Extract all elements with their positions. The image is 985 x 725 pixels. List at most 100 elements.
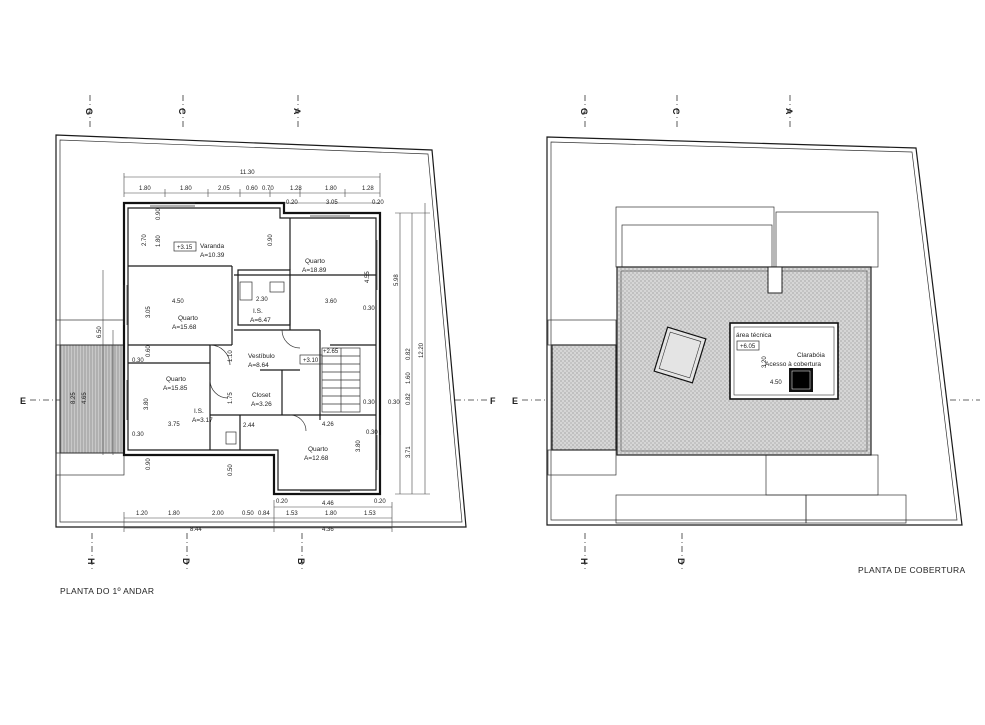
side-strip — [55, 319, 125, 346]
skylight-icon — [653, 326, 707, 384]
dimension: 0.20 — [286, 200, 298, 206]
room-name: Vestíbulo — [248, 353, 275, 360]
skylight-label: Clarabóia — [797, 352, 825, 359]
dimension: 1.28 — [290, 186, 302, 192]
lower-roof — [805, 494, 907, 524]
dimension: 0.30 — [132, 358, 144, 364]
toilet-icon — [225, 431, 237, 445]
axis-label: B — [296, 558, 306, 565]
axis-label: G — [84, 108, 94, 115]
dimension: 1.53 — [286, 511, 298, 517]
lot-boundary-inner — [59, 139, 463, 523]
dimension: 2.70 — [142, 234, 148, 246]
lot-boundary-inner — [550, 141, 958, 521]
dimension: 1.80 — [156, 235, 162, 247]
dimension: 0.50 — [242, 511, 254, 517]
dimension: 1.80 — [325, 186, 337, 192]
dimension: 8.44 — [190, 527, 202, 533]
hatched-area-left — [59, 344, 125, 454]
room-name: Quarto — [166, 376, 186, 383]
room-area: A=3.17 — [192, 417, 213, 424]
dimension: 2.44 — [243, 423, 255, 429]
dimension: 1.80 — [139, 186, 151, 192]
dimension: 2.00 — [212, 511, 224, 517]
room-name: I.S. — [194, 408, 204, 415]
room-area: A=3.26 — [251, 401, 272, 408]
dimension: 0.82 — [406, 393, 412, 405]
room-area: A=12.68 — [304, 455, 329, 462]
dimension: 0.30 — [388, 400, 400, 406]
sink-icon — [269, 281, 285, 293]
first-floor-plan: G C A H D B E F +3.15 +3.10 +2.65 Varand… — [20, 95, 496, 596]
axis-label: H — [86, 558, 96, 565]
dimension: 3.05 — [326, 200, 338, 206]
dimension: 0.30 — [363, 306, 375, 312]
dimension: 0.84 — [258, 511, 270, 517]
axis-label: H — [579, 558, 589, 565]
lower-roof — [615, 206, 775, 268]
dimension: 0.60 — [246, 186, 258, 192]
dimension: 1.10 — [228, 350, 234, 362]
room-name: Quarto — [308, 446, 328, 453]
axis-label: E — [20, 396, 26, 406]
dimension: 4.36 — [322, 527, 334, 533]
level-marker — [173, 241, 197, 252]
building-inner — [127, 207, 377, 491]
building-outline — [122, 201, 382, 496]
room-area: A=6.47 — [250, 317, 271, 324]
axis-label: C — [671, 108, 681, 115]
axis-label: D — [181, 558, 191, 565]
lower-roof — [765, 454, 879, 496]
dimension: 0.30 — [363, 400, 375, 406]
room-area: A=8.64 — [248, 362, 269, 369]
dimension: 0.20 — [372, 200, 384, 206]
room-area: A=15.85 — [163, 385, 188, 392]
lot-boundary — [546, 136, 963, 526]
technical-area — [729, 322, 839, 400]
dimension: 1.75 — [228, 392, 234, 404]
axis-label: A — [784, 108, 794, 115]
dimension: 12.20 — [419, 342, 425, 358]
dimension: 0.20 — [374, 499, 386, 505]
dimension: 1.80 — [168, 511, 180, 517]
axis-label: A — [292, 108, 302, 115]
door-arc — [209, 379, 229, 399]
chimney — [767, 266, 783, 294]
door-arc — [209, 344, 231, 366]
room-name: Quarto — [305, 258, 325, 265]
plan-title: PLANTA DE COBERTURA — [858, 565, 965, 575]
access-label: Acesso à cobertura — [765, 361, 821, 368]
axis-label: C — [177, 108, 187, 115]
dimension: 0.30 — [132, 432, 144, 438]
stairs — [321, 347, 361, 413]
dimension: 1.80 — [325, 511, 337, 517]
dimension: 3.20 — [762, 356, 768, 368]
dimension: 4.65 — [82, 392, 88, 404]
dimension: 0.30 — [366, 430, 378, 436]
plan-title: PLANTA DO 1º ANDAR — [60, 586, 154, 596]
side-strip — [547, 319, 617, 346]
level-label: +2.65 — [323, 349, 339, 355]
dimension: 0.90 — [268, 234, 274, 246]
dimension: 1.53 — [364, 511, 376, 517]
dimension: 6.50 — [97, 326, 103, 338]
dimension: 4.55 — [365, 271, 371, 283]
dimension: 4.50 — [172, 299, 184, 305]
dimension: 1.28 — [362, 186, 374, 192]
dimension: 3.60 — [325, 299, 337, 305]
door-arc — [281, 329, 301, 349]
dimension: 4.50 — [770, 380, 782, 386]
dimension: 0.50 — [228, 464, 234, 476]
level-label: +3.15 — [177, 245, 193, 251]
dimension: 3.80 — [144, 398, 150, 410]
side-strip-bottom — [547, 449, 617, 476]
dimension: 5.98 — [394, 274, 400, 286]
dimension: 0.20 — [276, 499, 288, 505]
toilet-icon — [239, 281, 253, 301]
lower-roof — [775, 211, 879, 268]
axis-label: D — [676, 558, 686, 565]
axis-label: G — [579, 108, 589, 115]
dimension: 3.75 — [168, 422, 180, 428]
